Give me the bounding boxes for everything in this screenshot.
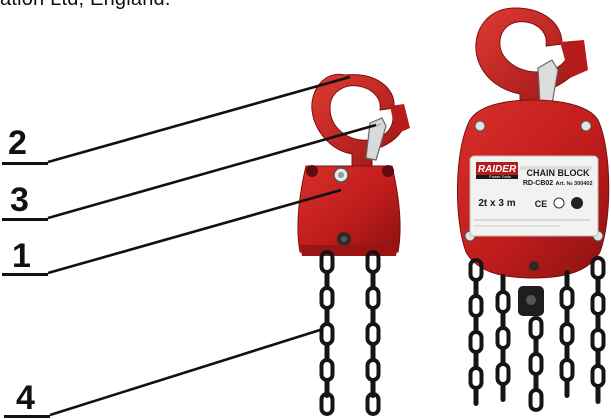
left-body [298,165,400,256]
leader-line-2 [48,77,350,162]
right-chain-outer-right [593,258,604,404]
left-chain-b [368,252,379,414]
left-hook [312,74,410,168]
right-lower-hook-block [518,286,544,316]
right-chain-inner-left [498,274,509,402]
plate-capacity: 2t x 3 m [478,198,515,209]
right-hook [476,8,588,104]
leader-line-4 [50,330,320,415]
right-chain-inner-right [562,270,573,398]
plate-ce-mark: CE [535,199,548,209]
plate-art-number: Art. № 300402 [555,181,592,187]
left-chain-a [322,252,333,414]
right-body [457,100,608,278]
right-chain-outer-left [471,260,482,406]
right-chain-center [531,318,542,410]
plate-model: RD-CB02 [523,180,553,187]
plate-title: CHAIN BLOCK [527,168,590,178]
plate-brand-sub: Power Tools [489,174,511,179]
right-safety-latch [538,60,558,104]
leader-line-1 [48,190,341,273]
